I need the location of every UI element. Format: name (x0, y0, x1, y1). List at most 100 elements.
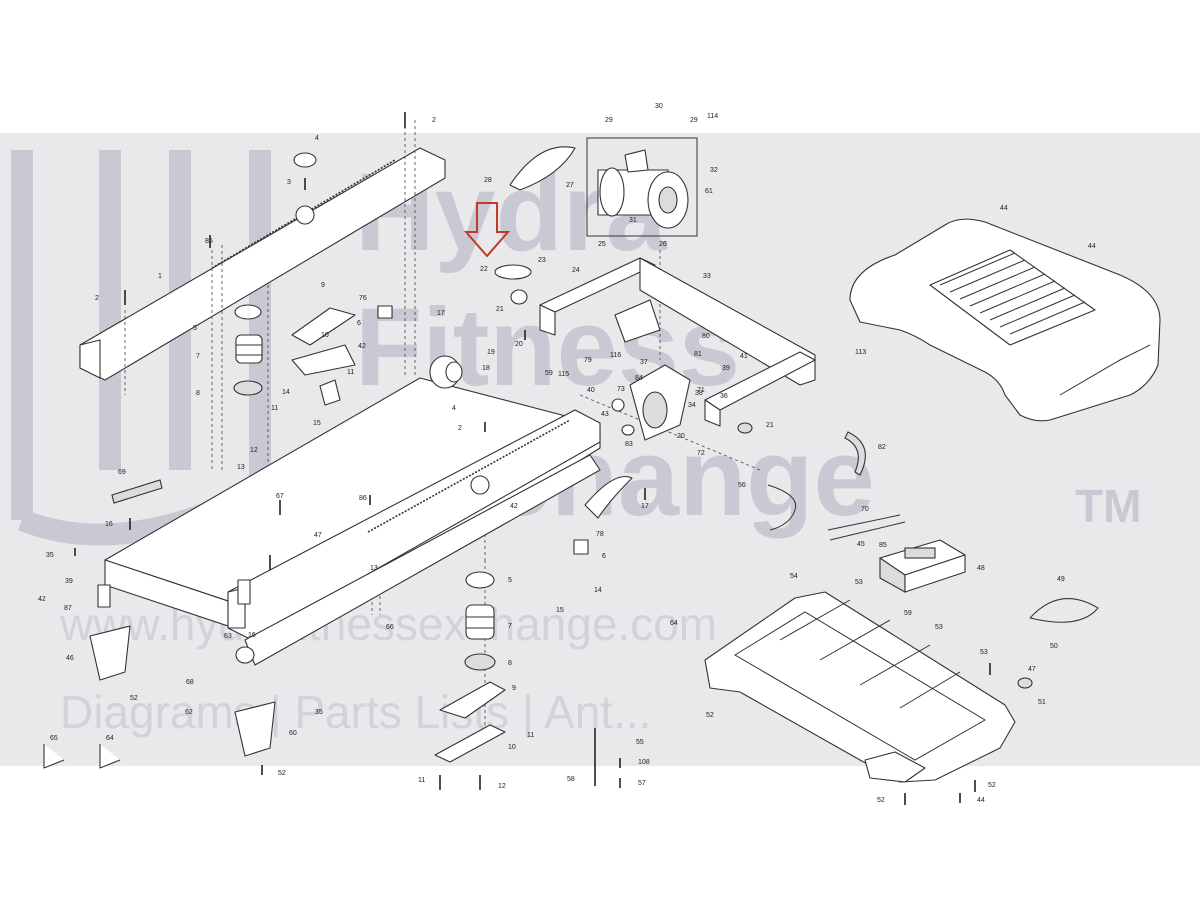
controller-board (879, 539, 966, 593)
callout-21: 21 (496, 306, 504, 313)
callout-49: 49 (1057, 576, 1065, 583)
isolator-stack-bottom (434, 571, 506, 763)
callout-17: 17 (437, 310, 445, 317)
callout-17-b: 17 (641, 503, 649, 510)
rear-feet (43, 625, 276, 769)
callout-14: 14 (282, 389, 290, 396)
callout-15-b: 15 (556, 607, 564, 614)
callout-55: 55 (636, 739, 644, 746)
callout-40: 40 (587, 387, 595, 394)
callout-79: 79 (584, 357, 592, 364)
callout-44-c: 44 (977, 797, 985, 804)
callout-80: 80 (702, 333, 710, 340)
callout-45: 45 (857, 541, 865, 548)
callout-48: 48 (977, 565, 985, 572)
callout-52-c: 52 (706, 712, 714, 719)
callout-11-c: 11 (527, 732, 534, 739)
callout-4-b: 4 (452, 405, 456, 412)
callout-32: 32 (710, 167, 718, 174)
callout-30: 30 (655, 103, 663, 110)
callout-47-b: 47 (1028, 666, 1036, 673)
callout-69: 69 (118, 469, 126, 476)
callout-53: 53 (855, 579, 863, 586)
callout-85: 85 (879, 542, 887, 549)
callout-39: 39 (65, 578, 73, 585)
callout-86: 86 (205, 238, 213, 245)
callout-10-b: 10 (508, 744, 516, 751)
callout-labels: 1 2 2 2 3 4 4 5 5 6 6 7 7 8 8 9 9 10 10 … (38, 103, 1096, 804)
callout-83: 83 (625, 441, 633, 448)
callout-52-e: 52 (877, 797, 885, 804)
callout-6: 6 (357, 320, 361, 327)
callout-42: 42 (358, 343, 366, 350)
callout-5: 5 (193, 325, 197, 332)
callout-62: 62 (185, 709, 193, 716)
callout-2-b: 2 (95, 295, 99, 302)
callout-3: 3 (287, 179, 291, 186)
callout-31: 31 (629, 217, 637, 224)
callout-21-b: 21 (766, 422, 774, 429)
callout-54: 54 (790, 573, 798, 580)
watermark-trademark: TM (1075, 480, 1141, 532)
callout-19: 19 (487, 349, 495, 356)
callout-68: 68 (186, 679, 194, 686)
callout-116: 116 (610, 352, 621, 359)
callout-35: 35 (46, 552, 54, 559)
callout-72: 72 (697, 450, 705, 457)
callout-64: 64 (106, 735, 114, 742)
callout-43: 43 (601, 411, 609, 418)
callout-9-b: 9 (512, 685, 516, 692)
motor-assembly (509, 137, 698, 237)
callout-53-c: 53 (980, 649, 988, 656)
callout-52: 52 (130, 695, 138, 702)
callout-113: 113 (855, 349, 866, 356)
hood-vents (939, 252, 1086, 335)
callout-27: 27 (566, 182, 574, 189)
lift-motor (584, 364, 753, 519)
watermark-logo-mark (11, 150, 271, 546)
callout-34: 34 (688, 402, 696, 409)
callout-6-b: 6 (602, 553, 606, 560)
callout-20: 20 (515, 341, 523, 348)
callout-33: 33 (703, 273, 711, 280)
callout-57: 57 (638, 780, 646, 787)
watermark-tagline: Diagrams | Parts Lists | Ant... (60, 686, 651, 738)
callout-5-b: 5 (508, 577, 512, 584)
callout-42-b: 42 (38, 596, 46, 603)
callout-115: 115 (558, 371, 569, 378)
callout-2: 2 (432, 117, 436, 124)
callout-12: 12 (250, 447, 258, 454)
callout-63: 63 (224, 633, 232, 640)
callout-13-b: 13 (370, 565, 378, 572)
callout-1: 1 (158, 273, 162, 280)
callout-11: 11 (271, 405, 278, 412)
isolator-stack-left (233, 152, 317, 396)
callout-78: 78 (596, 531, 604, 538)
callout-87: 87 (64, 605, 72, 612)
callout-38: 38 (695, 390, 703, 397)
callout-10: 10 (321, 332, 329, 339)
callout-29: 29 (605, 117, 613, 124)
callout-76: 76 (359, 295, 367, 302)
callout-15: 15 (313, 420, 321, 427)
screws-and-bolts (74, 112, 991, 805)
callout-22: 22 (480, 266, 488, 273)
callout-47: 47 (314, 532, 322, 539)
callout-84: 84 (635, 375, 643, 382)
callout-50: 50 (1050, 643, 1058, 650)
callout-114: 114 (707, 113, 718, 120)
callout-8-b: 8 (508, 660, 512, 667)
callout-41: 41 (740, 353, 748, 360)
left-upper-rail (79, 147, 446, 381)
small-parts-left (97, 305, 589, 608)
callout-36: 36 (720, 393, 728, 400)
callout-67: 67 (276, 493, 284, 500)
callout-37: 37 (640, 359, 648, 366)
callout-59-b: 59 (904, 610, 912, 617)
lower-rail (227, 409, 601, 666)
callout-11-d: 11 (418, 777, 425, 784)
callout-39-b: 39 (722, 365, 730, 372)
callout-23: 23 (538, 257, 546, 264)
wire-harnesses (767, 431, 1099, 623)
callout-73: 73 (617, 386, 625, 393)
